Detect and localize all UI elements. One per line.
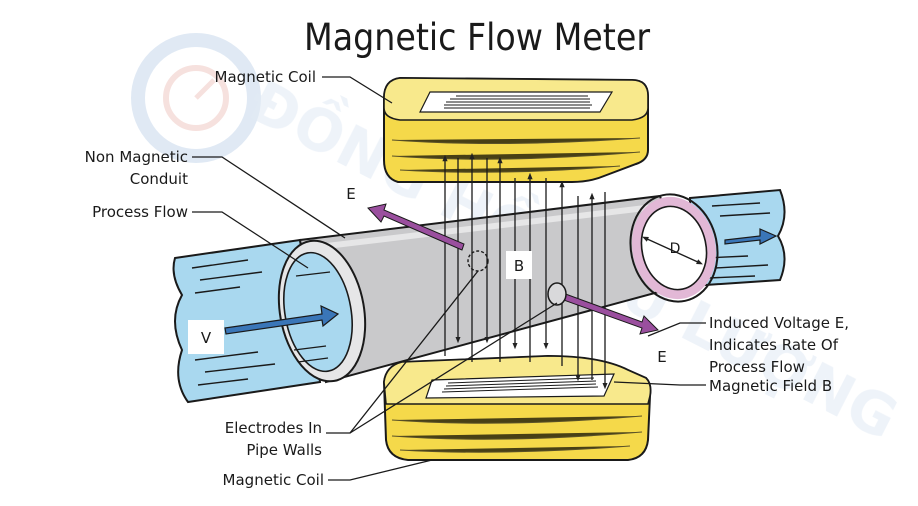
label-process-flow: Process Flow	[92, 203, 188, 221]
label-non-magnetic-conduit-line2: Conduit	[130, 170, 188, 188]
voltage-arrow-right	[557, 291, 659, 335]
diameter-symbol: D	[670, 241, 681, 257]
voltage-symbol-right: E	[657, 348, 666, 366]
label-magnetic-field: Magnetic Field B	[709, 377, 832, 395]
label-magnetic-coil-bottom: Magnetic Coil	[223, 471, 324, 489]
field-label-box	[506, 251, 532, 279]
label-electrodes-line2: Pipe Walls	[246, 441, 322, 459]
label-induced-voltage-line3: Process Flow	[709, 358, 805, 376]
velocity-label-box	[188, 320, 224, 354]
label-induced-voltage-line1: Induced Voltage E,	[709, 314, 849, 332]
voltage-arrow-left	[367, 203, 465, 251]
field-symbol: B	[514, 257, 524, 275]
pipe-diameter-ring	[629, 193, 719, 303]
flow-arrow-right	[724, 228, 778, 245]
label-induced-voltage-line2: Indicates Rate Of	[709, 336, 839, 354]
velocity-symbol: V	[201, 329, 212, 347]
label-non-magnetic-conduit-line1: Non Magnetic	[85, 148, 188, 166]
label-electrodes-line1: Electrodes In	[225, 419, 322, 437]
label-magnetic-coil-top: Magnetic Coil	[215, 68, 316, 86]
magnetic-coil-bottom	[382, 354, 652, 461]
leader-lines	[192, 76, 706, 481]
magnetic-coil-top	[383, 76, 649, 183]
electrode-front	[547, 282, 567, 306]
diagram-title: Magnetic Flow Meter	[304, 16, 650, 59]
velocity-arrow	[224, 304, 340, 335]
voltage-symbol-left: E	[346, 185, 355, 203]
